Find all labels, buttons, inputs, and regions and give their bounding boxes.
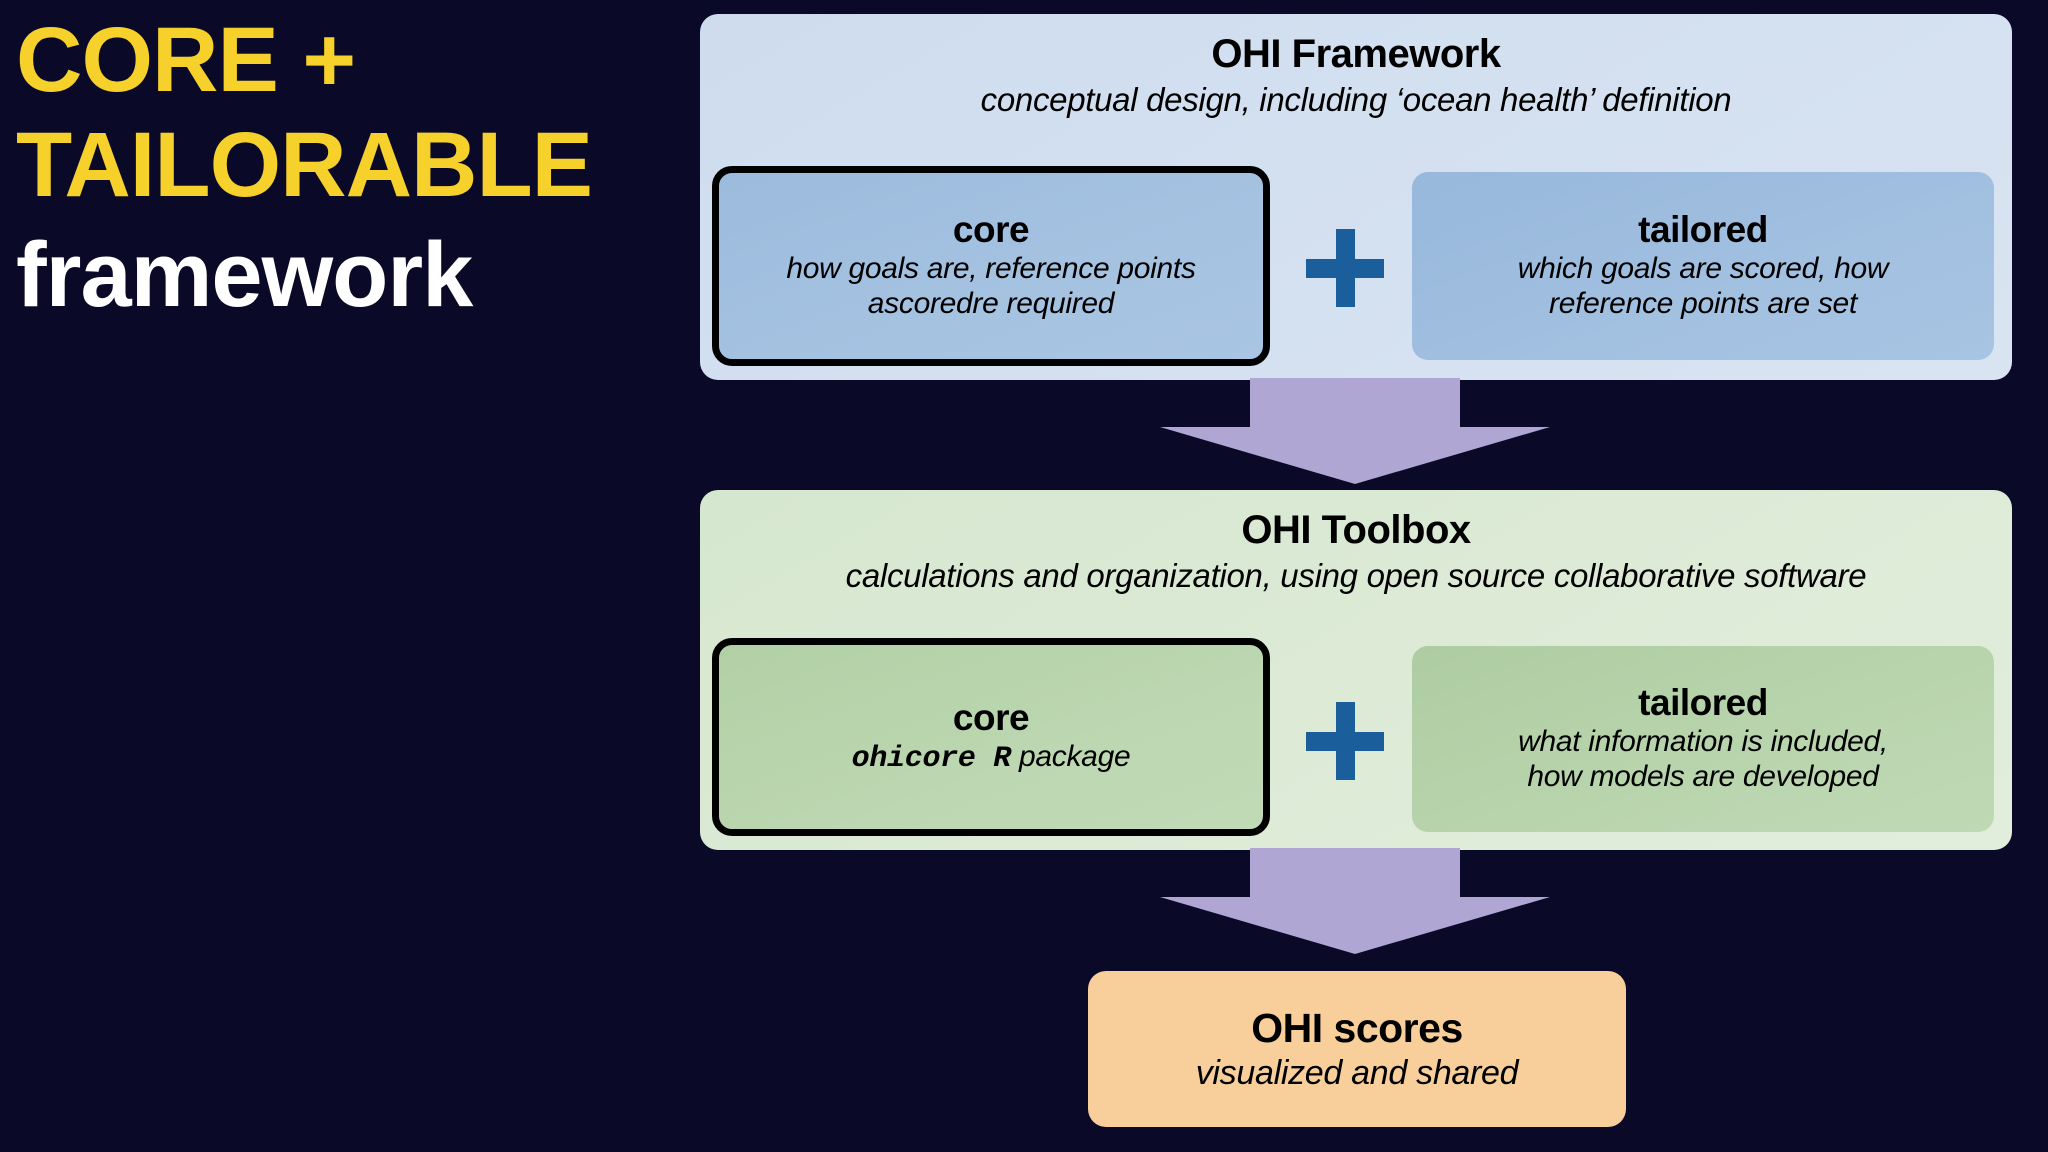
toolbox-plus-icon (1306, 702, 1384, 780)
title-line-1: CORE + (16, 9, 356, 111)
framework-subtitle: conceptual design, including ‘ocean heal… (980, 81, 1732, 118)
framework-tailored-description-line1: which goals are scored, how (1517, 252, 1889, 286)
framework-title: OHI Framework (1211, 32, 1501, 76)
arrow-down-icon-toolbox-to-scores (1160, 848, 1550, 954)
framework-core-box: core how goals are, reference points asc… (712, 166, 1270, 366)
toolbox-core-box: core ohicore R package (712, 638, 1270, 836)
toolbox-core-package: ohicore R package (852, 740, 1131, 777)
slide-title-block: CORE + TAILORABLE framework (8, 12, 698, 432)
toolbox-tailored-heading: tailored (1638, 682, 1768, 724)
framework-core-description-line2: ascoredre required (867, 286, 1115, 320)
toolbox-core-package-name: ohicore R (851, 741, 1012, 776)
framework-core-description-line1: how goals are, reference points (786, 252, 1196, 286)
toolbox-tailored-box: tailored what information is included, h… (1412, 646, 1994, 832)
arrow-down-icon-framework-to-toolbox (1160, 378, 1550, 484)
scores-title: OHI scores (1251, 1004, 1463, 1051)
toolbox-tailored-description: what information is included, how models… (1518, 725, 1888, 795)
toolbox-title: OHI Toolbox (1241, 508, 1471, 552)
toolbox-core-package-suffix: package (1019, 739, 1131, 773)
framework-plus-icon (1306, 229, 1384, 307)
toolbox-tailored-description-line2: how models are developed (1527, 759, 1879, 793)
framework-core-heading: core (952, 209, 1030, 251)
title-line-2: TAILORABLE (16, 113, 593, 216)
ohi-toolbox-panel: OHI Toolbox calculations and organizatio… (700, 490, 2012, 850)
ohi-framework-panel: OHI Framework conceptual design, includi… (700, 14, 2012, 380)
toolbox-core-heading: core (952, 696, 1030, 738)
framework-core-description: how goals are, reference points ascoredr… (786, 252, 1196, 322)
toolbox-tailored-description-line1: what information is included, (1518, 725, 1888, 759)
framework-tailored-description: which goals are scored, how reference po… (1517, 252, 1889, 322)
framework-tailored-description-line2: reference points are set (1549, 286, 1857, 320)
scores-subtitle: visualized and shared (1195, 1053, 1519, 1092)
title-line-3: framework (16, 224, 473, 327)
arrow-down-shape (1160, 378, 1550, 484)
ohi-scores-box: OHI scores visualized and shared (1088, 971, 1626, 1127)
framework-tailored-heading: tailored (1638, 209, 1768, 251)
framework-tailored-box: tailored which goals are scored, how ref… (1412, 172, 1994, 360)
toolbox-subtitle: calculations and organization, using ope… (845, 557, 1867, 594)
arrow-down-shape (1160, 848, 1550, 954)
